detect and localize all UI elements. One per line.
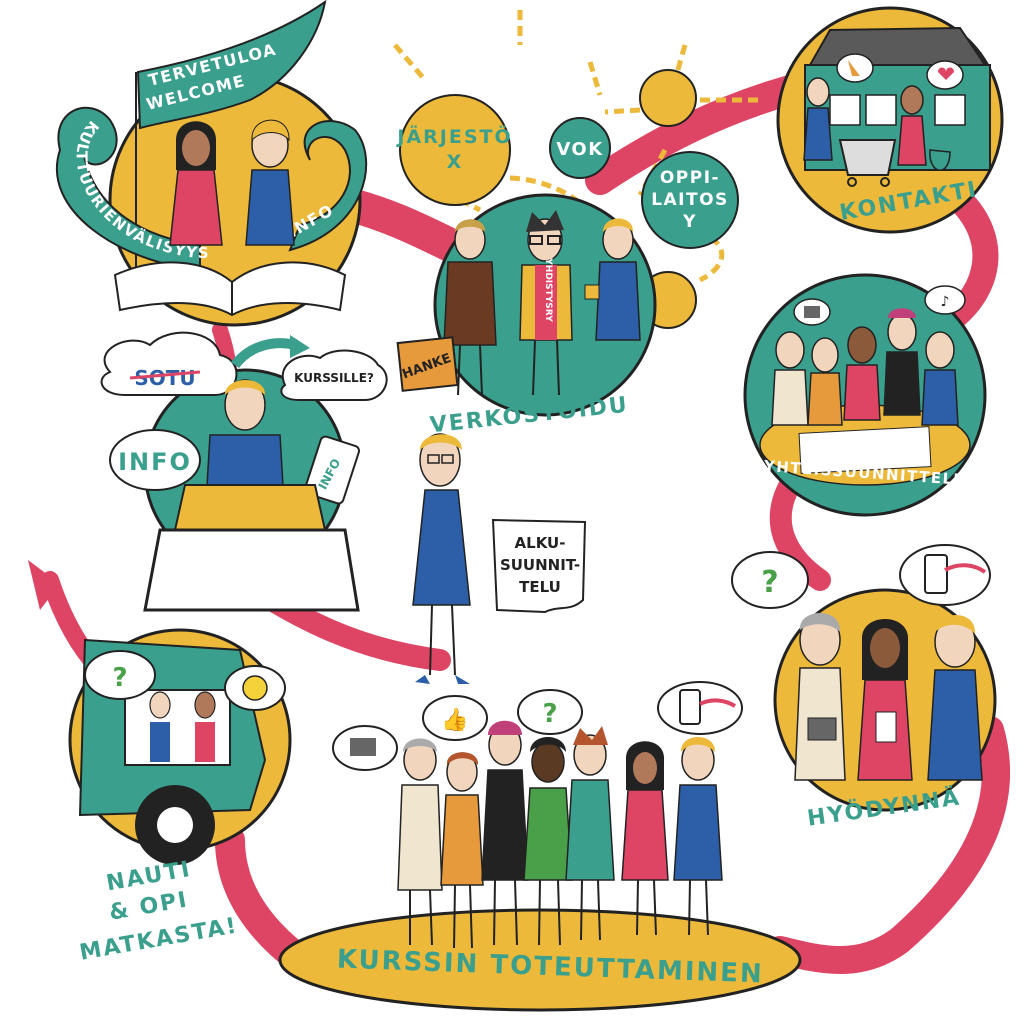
briefcase: HANKE	[396, 336, 459, 392]
camera-icon	[807, 717, 837, 741]
journey-question-icon: ?	[112, 663, 127, 693]
note-line-2: SUUNNIT-	[500, 556, 580, 574]
smiley-icon	[242, 675, 268, 701]
person-businessman	[443, 219, 497, 396]
org-label-2: X	[447, 151, 464, 173]
laptop-icon	[143, 484, 360, 612]
thumbs-up-icon: 👍	[441, 707, 468, 733]
person-woman	[169, 121, 223, 246]
person-man	[245, 119, 295, 246]
arrow-head	[28, 560, 60, 610]
info-section: SOTU KURSSILLE? INFO INFO	[100, 331, 388, 612]
note-line-3: TELU	[519, 578, 561, 596]
music-note-icon: ♪	[941, 294, 950, 310]
course-question-icon: ?	[542, 699, 557, 729]
contact-section: KONTAKTI	[776, 6, 1004, 234]
journey-line-3: MATKASTA!	[78, 913, 240, 965]
codesign-section: ♪ YHTEISSUUNNITTELU	[743, 273, 987, 517]
shopping-cart-icon	[838, 139, 897, 187]
org-label-1: JÄRJESTÖ	[395, 124, 512, 148]
school-label-1: OPPI-	[660, 168, 720, 188]
network-section: JÄRJESTÖ X VOK OPPI- LAITOS Y HANKE	[393, 10, 760, 438]
codesign-people	[771, 308, 959, 426]
camera-icon	[350, 738, 376, 756]
person-hipster: YHDISTYSRY	[519, 210, 573, 396]
school-label-3: Y	[682, 212, 697, 232]
phone-icon: INFO	[304, 435, 360, 505]
journey-section: ? NAUTI & OPI MATKASTA!	[68, 628, 292, 966]
note-line-1: ALKU-	[515, 534, 566, 552]
strike-line	[129, 370, 201, 380]
planning-section: ALKU- SUUNNIT- TELU	[412, 433, 587, 684]
cloud-kurssille-text: KURSSILLE?	[294, 371, 374, 385]
person-coordinator	[584, 218, 641, 341]
camera-icon	[804, 306, 820, 318]
question-mark-icon: ?	[761, 565, 778, 600]
course-people	[397, 720, 723, 949]
school-label-2: LAITOS	[651, 190, 729, 210]
utilize-section: ? HYÖDYNNÄ	[731, 544, 997, 832]
carrot-icon	[848, 60, 860, 76]
smartphone-icon	[924, 554, 948, 594]
shirt-text: YHDISTYSRY	[543, 257, 553, 322]
arrow-icon	[231, 338, 297, 369]
info-bubble-text: INFO	[118, 448, 192, 476]
open-book	[113, 261, 347, 317]
vok-label: VOK	[556, 139, 603, 160]
smartphone-icon	[679, 689, 701, 725]
heart-icon	[938, 67, 954, 80]
welcome-section: TERVETULOA WELCOME KULTTUURIENVÄLISYYS I…	[55, 0, 368, 327]
course-section: KURSSIN TOTEUTTAMINEN	[278, 681, 802, 1012]
